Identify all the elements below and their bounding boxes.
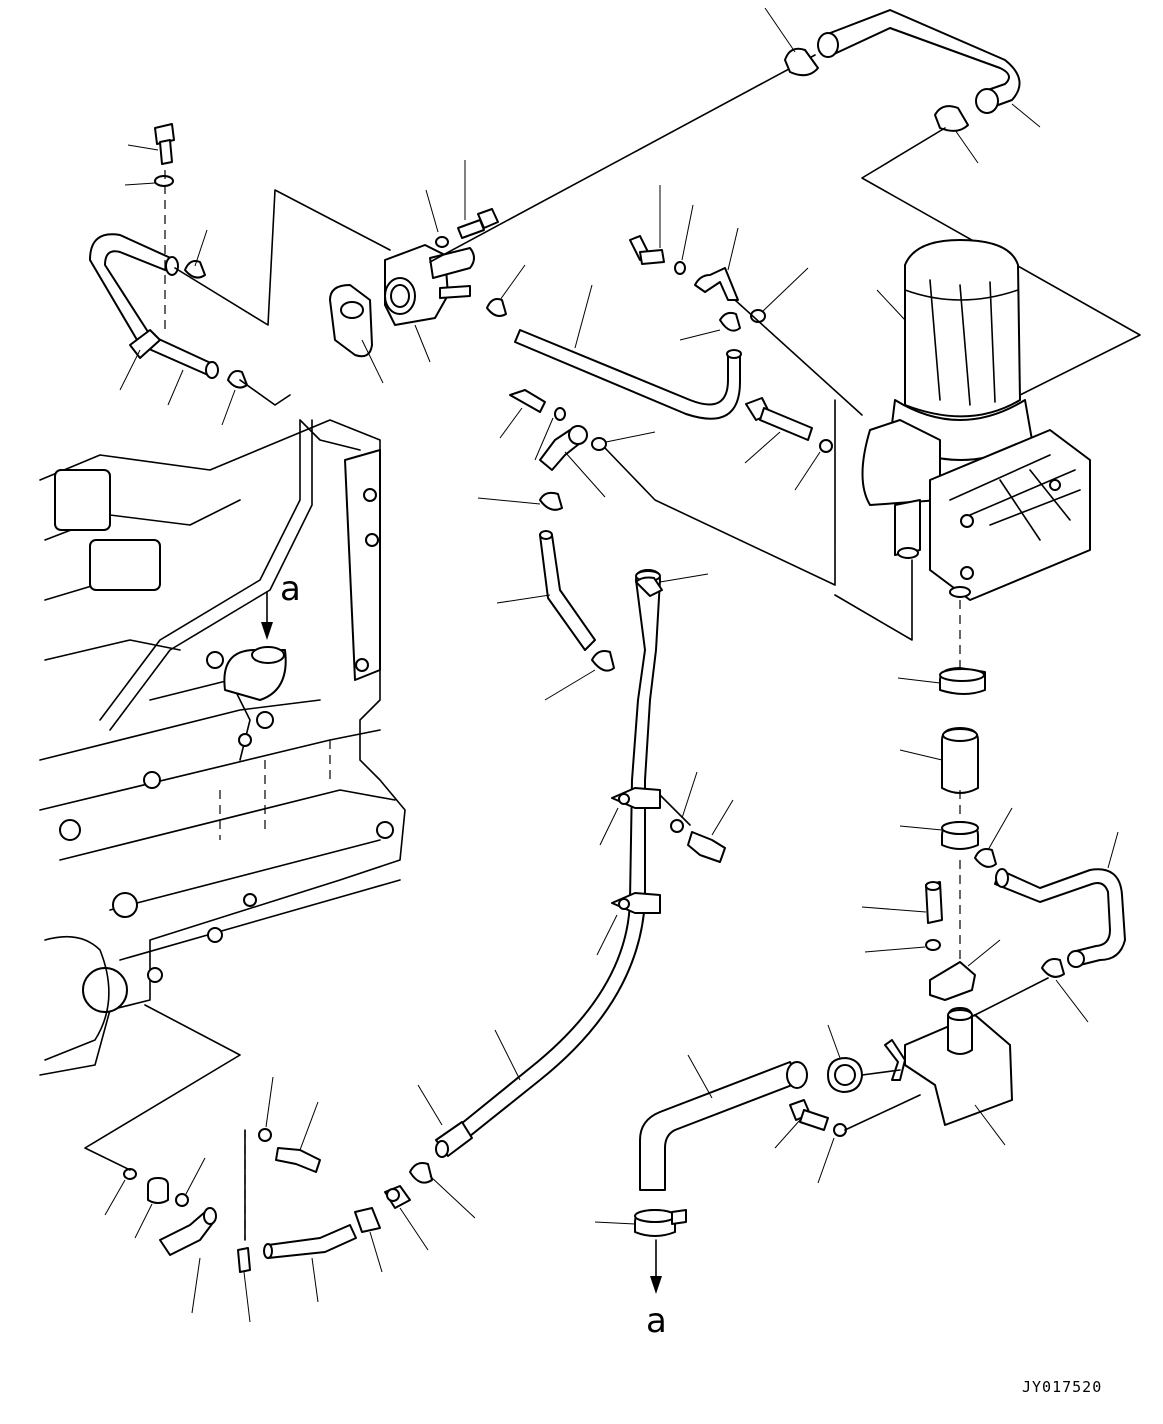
sensor-bracket-group (861, 860, 1049, 1146)
view-marker-upper-label: a (280, 569, 301, 609)
right-curved-hose (974, 807, 1126, 1023)
view-marker-lower-label: a (646, 1301, 667, 1341)
banjo-hose-group (477, 389, 836, 701)
center-hose-group (514, 185, 863, 420)
upper-left-hose-group (89, 123, 391, 426)
engine-block (39, 419, 406, 1076)
view-marker-upper: a (261, 569, 301, 640)
bottom-fittings-group (84, 1004, 476, 1323)
vertical-pipe-group (417, 569, 734, 1158)
lower-right-hose-group (594, 1024, 921, 1294)
long-bolt-right (744, 397, 833, 491)
drawing-code: JY017520 (1022, 1378, 1102, 1396)
view-marker-lower: a (646, 1301, 667, 1341)
air-cleaner (834, 239, 1091, 641)
valve-assembly (329, 54, 816, 384)
air-cleaner-outlet-group (897, 600, 986, 850)
